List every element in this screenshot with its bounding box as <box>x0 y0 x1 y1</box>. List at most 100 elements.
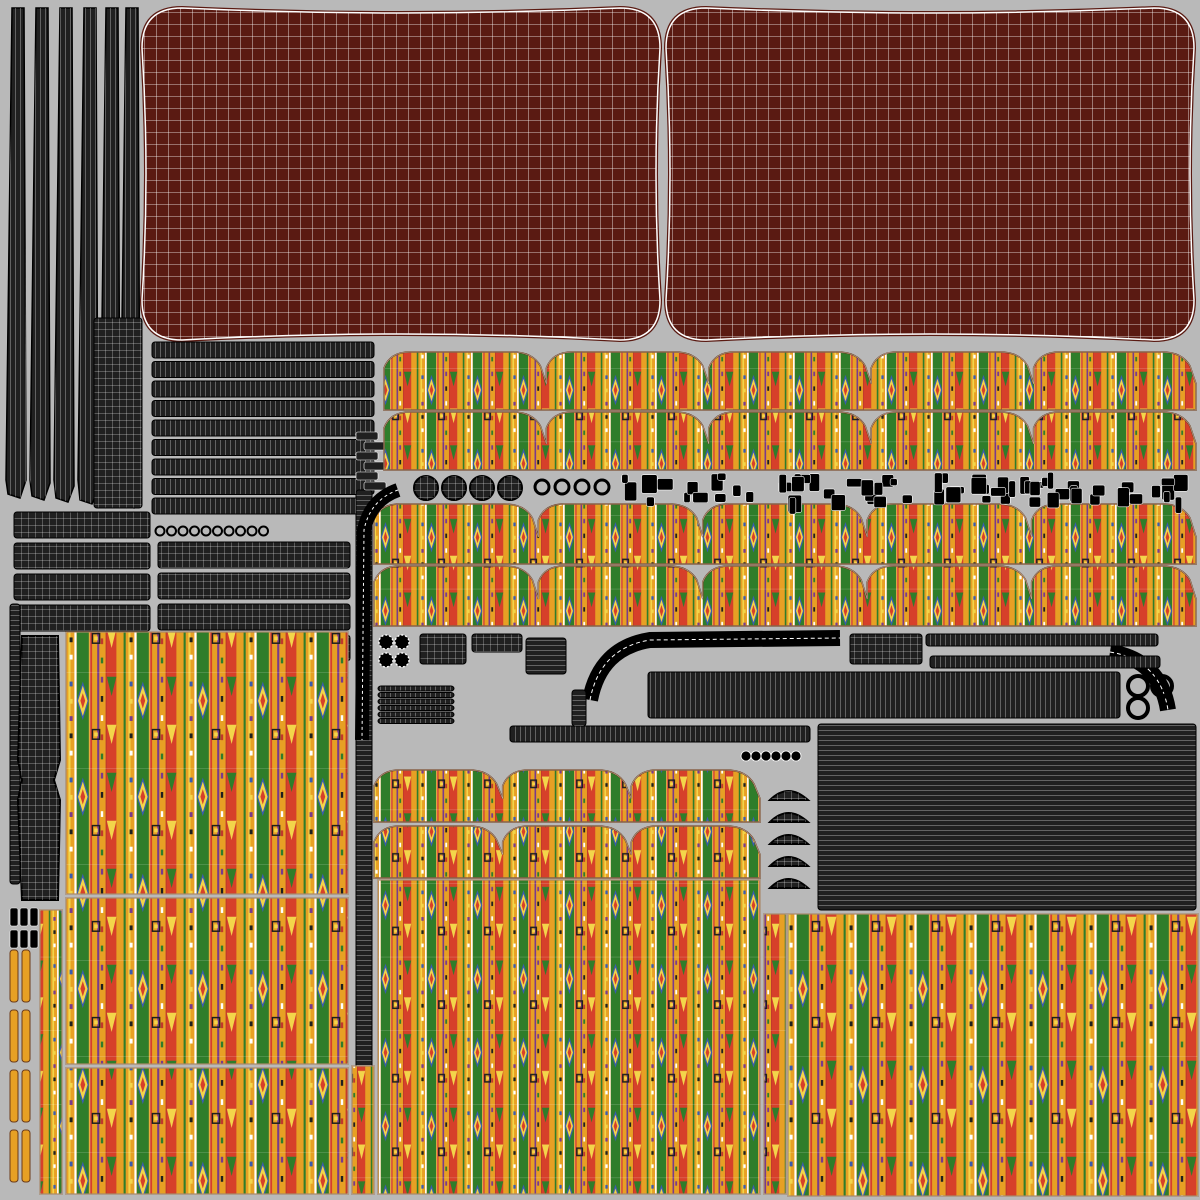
uv-island-leg-profile <box>16 635 62 901</box>
uv-island-rail-1 <box>151 361 375 378</box>
uv-island-tiny-part-58 <box>621 474 629 484</box>
uv-island-block-d <box>525 637 567 675</box>
uv-island-bolt-0 <box>378 634 394 650</box>
uv-island-ring-lower-0 <box>740 750 752 762</box>
uv-island-tiny-part-45 <box>1160 477 1176 487</box>
uv-island-ring-mid-3 <box>593 478 611 496</box>
uv-island-tiny-part-65 <box>791 476 805 492</box>
uv-island-tiny-part-3 <box>1151 485 1161 499</box>
uv-island-ring-lower-3 <box>770 750 782 762</box>
uv-island-slat-c <box>509 725 811 743</box>
uv-island-tiny-part-44 <box>717 472 727 481</box>
uv-island-stack-3 <box>377 705 455 711</box>
uv-island-arch-1 <box>767 812 811 823</box>
uv-island-fabric-wave-1 <box>383 351 1197 411</box>
uv-island-ring-lower-4 <box>780 750 792 762</box>
uv-island-tiny-part-60 <box>1117 487 1130 508</box>
uv-island-bracket-5 <box>363 481 387 491</box>
uv-island-piping-4 <box>9 1069 19 1123</box>
uv-island-bolt-1 <box>394 634 410 650</box>
uv-island-ring-small-5 <box>212 525 223 537</box>
uv-island-fabric-edge-1 <box>39 909 63 1195</box>
uv-island-tiny-part-69 <box>692 491 709 504</box>
uv-island-tiny-part-46 <box>945 486 962 504</box>
uv-island-tiny-part-56 <box>1070 487 1083 505</box>
uv-island-tiny-part-32 <box>778 474 787 494</box>
uv-island-leg-strip-2 <box>53 7 75 503</box>
uv-island-rail-5 <box>151 439 375 456</box>
uv-island-ring-mid-0 <box>533 478 551 496</box>
uv-island-arch-4 <box>767 878 811 889</box>
uv-island-disc-1 <box>441 475 467 501</box>
uv-island-slat-b <box>929 655 1161 669</box>
uv-island-tiny-part-29 <box>788 497 797 515</box>
uv-island-fabric-panel-5 <box>787 913 1199 1197</box>
uv-island-ring-lower-5 <box>790 750 802 762</box>
uv-island-clip-4 <box>19 929 29 949</box>
uv-island-clip-5 <box>29 929 39 949</box>
uv-island-arch-0 <box>767 790 811 801</box>
uv-island-tiny-part-10 <box>1046 492 1060 509</box>
uv-island-tiny-part-62 <box>1029 481 1041 496</box>
uv-island-tiny-part-39 <box>1008 480 1016 498</box>
uv-island-bracket-4 <box>355 471 379 481</box>
uv-island-block-e <box>571 689 587 727</box>
uv-island-board-right-2 <box>157 603 351 631</box>
uv-island-ring-small-3 <box>189 525 200 537</box>
uv-island-fabric-wave-3 <box>373 503 1197 565</box>
uv-island-tiny-part-1 <box>745 491 755 503</box>
uv-island-board-left-3 <box>13 604 151 632</box>
uv-island-board-right-0 <box>157 541 351 569</box>
uv-island-tiny-part-68 <box>1092 484 1106 497</box>
uv-island-bolt-2 <box>378 652 394 668</box>
uv-island-tiny-part-0 <box>981 495 992 504</box>
uv-island-ring-small-6 <box>223 525 235 537</box>
uv-island-ring-small-2 <box>177 525 189 537</box>
uv-island-cushion-left <box>139 5 663 343</box>
uv-island-tiny-part-43 <box>990 487 1007 497</box>
uv-island-clip-2 <box>29 907 39 927</box>
uv-island-tiny-part-61 <box>970 477 987 495</box>
uv-island-tiny-part-13 <box>732 484 742 497</box>
uv-island-rail-6 <box>151 458 375 476</box>
uv-island-ring-mid-1 <box>553 478 571 496</box>
uv-island-fabric-wave-2 <box>383 411 1197 471</box>
uv-island-piping-7 <box>21 1129 31 1183</box>
uv-island-curved-handle <box>582 630 1176 712</box>
uv-island-rail-3 <box>151 400 375 417</box>
uv-island-tiny-part-64 <box>1174 496 1183 514</box>
uv-island-cushion-right <box>663 5 1197 343</box>
uv-island-fabric-edge-2 <box>763 913 787 1195</box>
uv-island-tiny-part-21 <box>1173 474 1189 492</box>
uv-island-tiny-part-50 <box>1028 496 1042 508</box>
uv-island-bracket-2 <box>355 451 379 461</box>
uv-island-tiny-part-57 <box>657 478 674 491</box>
uv-island-stack-4 <box>377 711 455 718</box>
uv-island-clip-0 <box>9 907 19 927</box>
uv-island-ring-small-0 <box>154 525 166 537</box>
uv-island-ring-small-7 <box>235 525 246 537</box>
uv-island-tiny-part-59 <box>873 482 884 496</box>
uv-island-fabric-edge-3 <box>351 1065 375 1195</box>
uv-island-stack-1 <box>377 692 455 698</box>
uv-island-tiny-part-27 <box>641 474 658 494</box>
uv-island-tiny-part-48 <box>646 496 655 507</box>
uv-island-rail-7 <box>151 478 375 495</box>
uv-island-hex-2 <box>1150 674 1174 698</box>
uv-island-rail-2 <box>151 380 375 398</box>
uv-island-fabric-panel-4 <box>377 879 761 1195</box>
uv-island-arch-2 <box>767 834 811 845</box>
uv-island-hex-1 <box>1126 696 1150 720</box>
uv-island-tiny-part-37 <box>830 494 846 511</box>
uv-island-ring-small-1 <box>166 525 177 537</box>
uv-island-tiny-part-40 <box>889 478 898 486</box>
uv-island-piping-3 <box>21 1009 31 1063</box>
uv-island-clip-3 <box>9 929 19 949</box>
uv-island-fabric-panel-2 <box>65 897 349 1065</box>
uv-island-tiny-part-67 <box>1047 471 1054 490</box>
uv-island-ring-small-9 <box>258 525 269 537</box>
uv-island-seat-frame-front <box>647 671 1121 719</box>
uv-island-ring-small-8 <box>246 525 258 537</box>
uv-island-piping-0 <box>9 949 19 1003</box>
